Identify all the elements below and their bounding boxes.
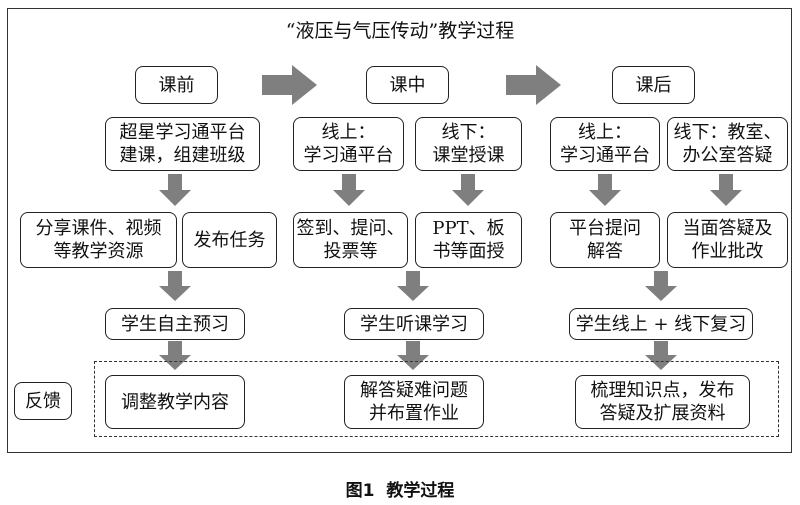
phase-before: 课前 (135, 66, 218, 104)
figure-caption: 图1 教学过程 (0, 476, 800, 501)
during-signin-box: 签到、提问、 投票等 (293, 212, 408, 268)
arrow-down-before-1 (159, 174, 191, 206)
arrow-right-before-during (262, 65, 317, 105)
after-face-box: 当面答疑及 作业批改 (667, 212, 788, 268)
figure-number: 图1 (345, 481, 375, 501)
during-listen-box: 学生听课学习 (344, 308, 484, 340)
before-task-box: 发布任务 (182, 212, 277, 268)
after-review-box: 学生线上 + 线下复习 (569, 308, 753, 340)
arrow-down-after-3 (645, 341, 677, 370)
before-platform-box: 超星学习通平台 建课，组建班级 (105, 117, 260, 171)
during-ppt-box: PPT、板 书等面授 (415, 212, 522, 268)
arrow-down-after-1a (589, 174, 621, 206)
arrow-down-before-2 (159, 271, 191, 301)
feedback-dashed-frame (94, 361, 779, 437)
diagram-title: “液压与气压传动”教学过程 (285, 20, 515, 42)
arrow-down-after-1b (710, 174, 742, 206)
arrow-down-after-2 (645, 271, 677, 301)
figure-caption-text: 教学过程 (386, 481, 455, 501)
after-qa-box: 平台提问 解答 (550, 212, 660, 268)
arrow-down-during-1a (333, 174, 365, 206)
before-preview-box: 学生自主预习 (105, 308, 245, 340)
diagram-frame (7, 8, 792, 453)
during-online-box: 线上： 学习通平台 (293, 117, 404, 171)
before-adjust-box: 调整教学内容 (105, 375, 245, 429)
arrow-down-during-2 (397, 271, 429, 301)
after-summary-box: 梳理知识点，发布 答疑及扩展资料 (575, 375, 750, 429)
during-answer-box: 解答疑难问题 并布置作业 (344, 375, 484, 429)
arrow-down-during-1b (452, 174, 484, 206)
phase-after: 课后 (612, 66, 695, 104)
before-share-box: 分享课件、视频 等教学资源 (20, 212, 177, 268)
during-offline-box: 线下： 课堂授课 (415, 117, 522, 171)
arrow-right-during-after (506, 65, 561, 105)
after-online-box: 线上： 学习通平台 (550, 117, 660, 171)
arrow-down-during-3 (397, 341, 429, 370)
after-offline-box: 线下：教室、 办公室答疑 (667, 117, 788, 171)
phase-during: 课中 (366, 66, 449, 104)
feedback-label: 反馈 (14, 382, 72, 420)
arrow-down-before-3 (159, 341, 191, 370)
